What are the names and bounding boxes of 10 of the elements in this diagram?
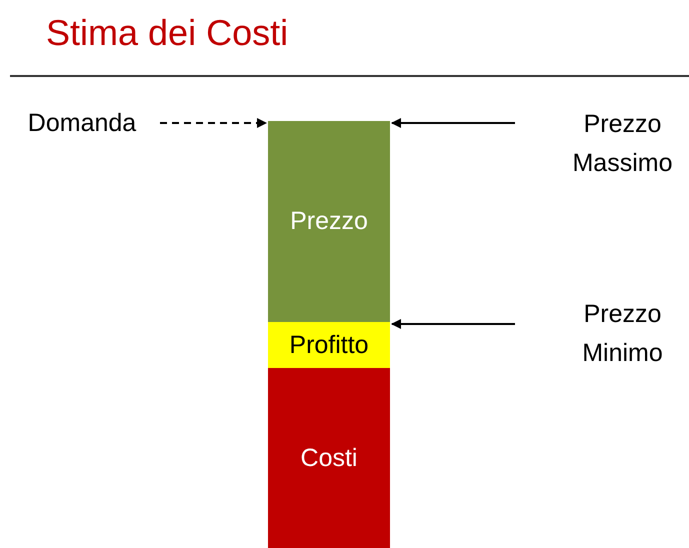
title: Stima dei Costi — [46, 12, 288, 54]
cost-bar-segment: Costi — [268, 368, 390, 548]
bare-label: Prezzo Minimo — [545, 294, 689, 374]
arrow — [391, 319, 515, 329]
profit-bar-segment: Profitto — [268, 322, 390, 368]
price-bar-segment: Prezzo — [268, 121, 390, 322]
arrow — [160, 118, 267, 128]
bare-label: Domanda — [8, 104, 156, 142]
arrow — [391, 118, 515, 128]
bare-label: Prezzo Massimo — [545, 104, 689, 184]
